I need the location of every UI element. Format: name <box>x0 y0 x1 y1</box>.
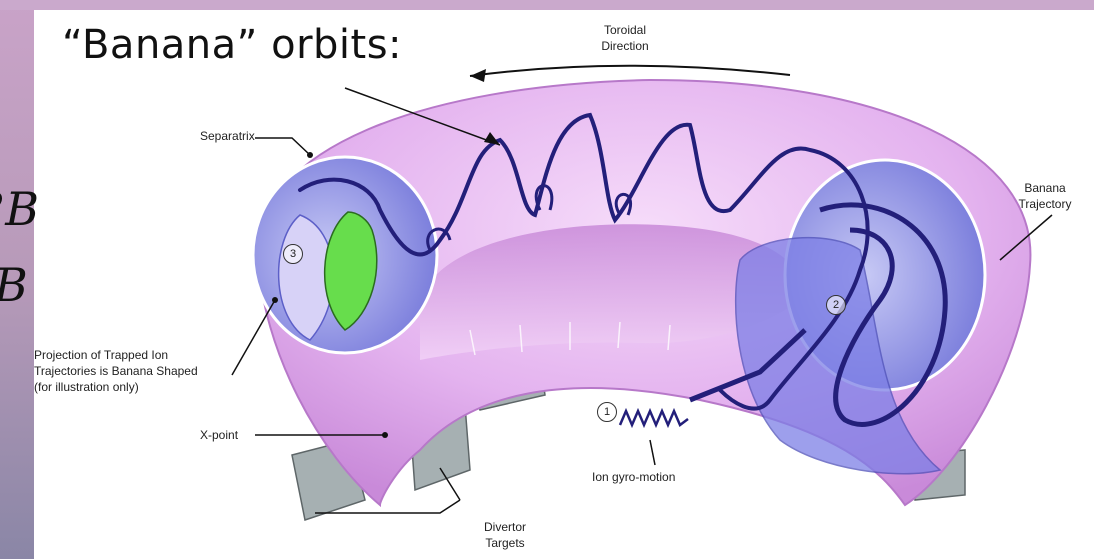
math-fragment-2b: 2B <box>0 182 39 236</box>
projection-label: Projection of Trapped Ion Trajectories i… <box>34 347 249 395</box>
marker-3: 3 <box>283 244 303 264</box>
diagram-title: “Banana” orbits: <box>62 22 402 68</box>
background-top-strip <box>0 0 1094 10</box>
math-fragment-b: B <box>0 258 28 312</box>
separatrix-label: Separatrix <box>200 128 255 144</box>
x-point-label: X-point <box>200 427 238 443</box>
divertor-targets-label: Divertor Targets <box>460 519 550 551</box>
toroidal-direction-label: Toroidal Direction <box>575 22 675 54</box>
banana-trajectory-label: Banana Trajectory <box>1000 180 1090 212</box>
ion-gyro-motion-label: Ion gyro-motion <box>592 469 675 485</box>
marker-2: 2 <box>826 295 846 315</box>
marker-1: 1 <box>597 402 617 422</box>
